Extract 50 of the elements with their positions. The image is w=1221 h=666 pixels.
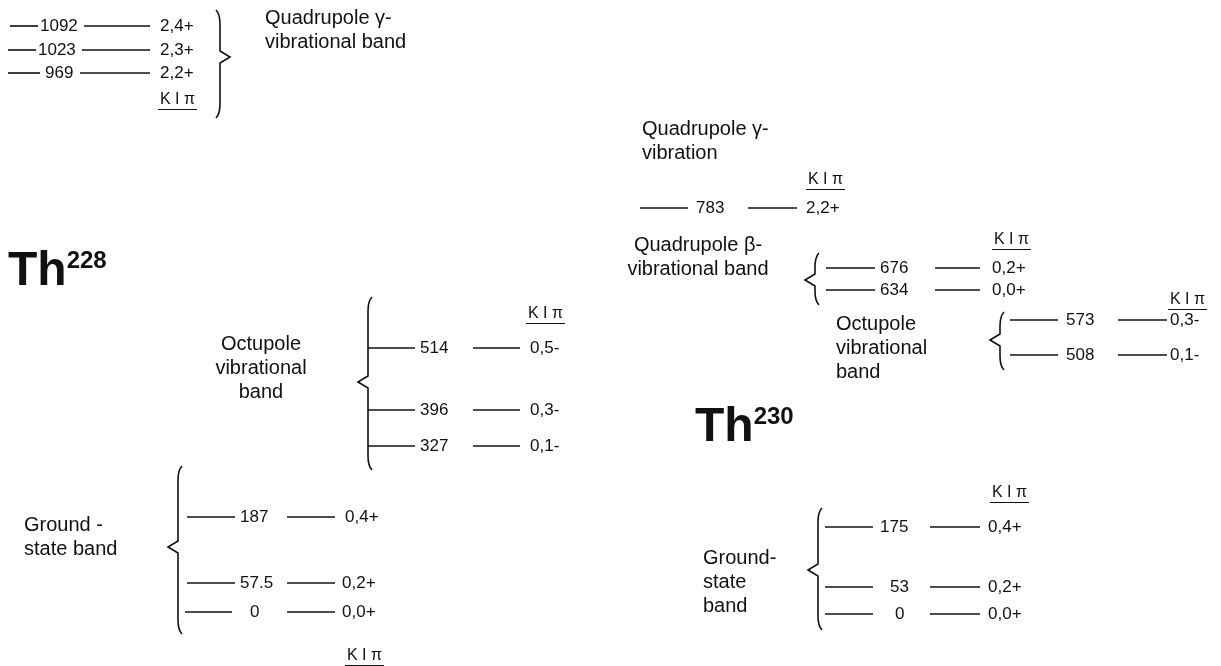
- quantum-numbers: 0,2+: [988, 577, 1022, 597]
- energy-value: 508: [1066, 345, 1095, 365]
- column-heading: K I π: [1168, 290, 1208, 310]
- quantum-numbers: 0,0+: [988, 604, 1022, 624]
- quantum-numbers: 0,3-: [1170, 310, 1200, 330]
- nucleus-label: Th$^{228}$: [8, 241, 107, 297]
- energy-value: 676: [880, 258, 909, 278]
- quantum-numbers: 0,2+: [992, 258, 1026, 278]
- energy-value: 1092: [40, 16, 78, 36]
- band-label: Octupole vibrational band: [836, 311, 929, 383]
- quantum-numbers: 0,0+: [342, 602, 376, 622]
- band-label: Ground- state band: [703, 545, 778, 617]
- column-heading: K I π: [345, 646, 385, 666]
- energy-value: 573: [1066, 310, 1095, 330]
- energy-value: 175: [880, 517, 909, 537]
- energy-value: 187: [240, 507, 269, 527]
- band-label: Quadrupole γ-vibration: [642, 116, 770, 164]
- quantum-numbers: 0,2+: [342, 573, 376, 593]
- quantum-numbers: 0,5-: [530, 338, 560, 358]
- energy-value: 396: [420, 400, 449, 420]
- quantum-numbers: 0,1-: [530, 436, 560, 456]
- column-heading: K I π: [806, 170, 846, 190]
- energy-value: 327: [420, 436, 449, 456]
- energy-value: 0: [250, 602, 260, 622]
- band-label: Octupole vibrational band: [214, 331, 308, 403]
- column-heading: K I π: [992, 230, 1032, 250]
- quantum-numbers: 2,2+: [806, 198, 840, 218]
- quantum-numbers: 0,4+: [988, 517, 1022, 537]
- column-heading: K I π: [990, 483, 1030, 503]
- quantum-numbers: 2,4+: [160, 16, 194, 36]
- band-label: Quadrupole β-vibrational band: [626, 232, 770, 280]
- band-label: Quadrupole γ-vibrational band: [265, 5, 408, 53]
- band-label: Ground - state band: [24, 512, 119, 560]
- column-heading: K I π: [158, 90, 198, 110]
- energy-value: 1023: [38, 40, 76, 60]
- energy-value: 0: [895, 604, 905, 624]
- nucleus-label: Th$^{230}$: [695, 397, 794, 453]
- quantum-numbers: 2,3+: [160, 40, 194, 60]
- quantum-numbers: 2,2+: [160, 63, 194, 83]
- column-heading: K I π: [526, 304, 566, 324]
- energy-value: 514: [420, 338, 449, 358]
- energy-value: 57.5: [240, 573, 274, 593]
- energy-value: 969: [45, 63, 74, 83]
- energy-value: 53: [890, 577, 909, 597]
- quantum-numbers: 0,4+: [345, 507, 379, 527]
- energy-value: 783: [696, 198, 725, 218]
- quantum-numbers: 0,3-: [530, 400, 560, 420]
- quantum-numbers: 0,0+: [992, 280, 1026, 300]
- energy-value: 634: [880, 280, 909, 300]
- quantum-numbers: 0,1-: [1170, 345, 1200, 365]
